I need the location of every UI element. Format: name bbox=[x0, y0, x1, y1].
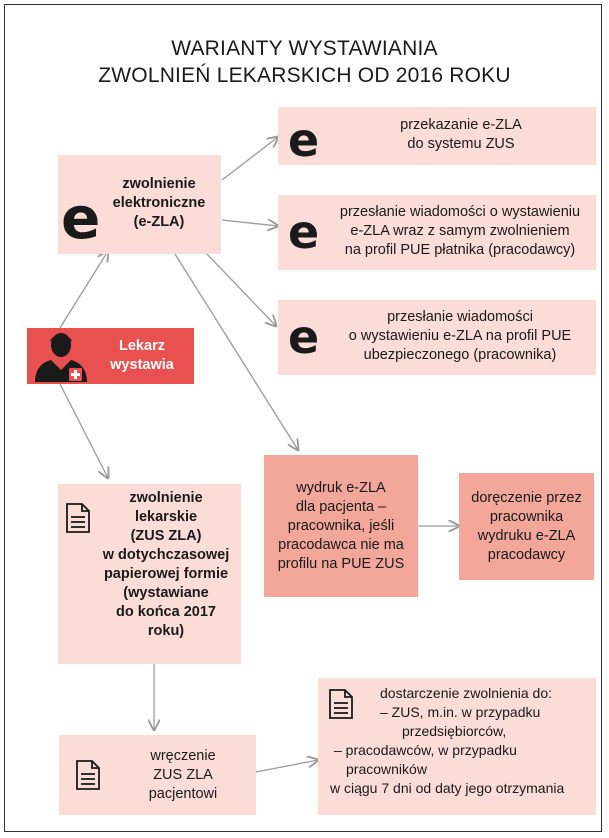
employer-notification-node: e przesłanie wiadomości o wystawieniu e-… bbox=[278, 195, 596, 270]
e-icon: e bbox=[288, 310, 320, 364]
arrow-ezla-to-employer bbox=[221, 220, 278, 226]
doctor-node: Lekarz wystawia bbox=[27, 328, 194, 384]
doctor-label: Lekarz wystawia bbox=[110, 338, 174, 373]
arrow-handover-to-deliverto bbox=[255, 760, 318, 773]
ezla-label: zwolnienie elektroniczne (e-ZLA) bbox=[112, 176, 206, 230]
document-icon bbox=[329, 689, 353, 719]
delivery-node: doręczenie przez pracownika wydruku e-ZL… bbox=[459, 473, 594, 580]
arrow-doctor-to-ezla bbox=[59, 251, 108, 329]
arrow-doctor-to-paper bbox=[59, 383, 108, 478]
paper-zla-node: zwolnienie lekarskie (ZUS ZLA) w dotychc… bbox=[58, 484, 241, 664]
arrow-ezla-to-printout bbox=[174, 253, 298, 450]
zus-transfer-node: e przekazanie e-ZLA do systemu ZUS bbox=[278, 107, 596, 165]
arrow-ezla-to-insured bbox=[204, 251, 276, 326]
deliver-to-label: dostarczenie zwolnienia do: – ZUS, m.in.… bbox=[330, 685, 565, 796]
doctor-icon bbox=[35, 333, 87, 382]
title-line-1: WARIANTY WYSTAWIANIA bbox=[171, 37, 438, 60]
ezla-node: e zwolnienie elektroniczne (e-ZLA) bbox=[58, 155, 221, 254]
employer-notification-label: przesłanie wiadomości o wystawieniu e-ZL… bbox=[339, 204, 581, 258]
handover-label: wręczenie ZUS ZLA pacjentowi bbox=[148, 748, 218, 802]
insured-notification-label: przesłanie wiadomości o wystawieniu e-ZL… bbox=[348, 309, 572, 363]
printout-label: wydruk e-ZLA dla pacjenta – pracownika, … bbox=[277, 479, 405, 572]
title-line-2: ZWOLNIEŃ LEKARSKICH OD 2016 ROKU bbox=[98, 64, 511, 87]
zus-transfer-label: przekazanie e-ZLA do systemu ZUS bbox=[400, 117, 522, 152]
handover-node: wręczenie ZUS ZLA pacjentowi bbox=[59, 735, 256, 815]
delivery-label: doręczenie przez pracownika wydruku e-ZL… bbox=[471, 489, 582, 563]
e-icon: e bbox=[61, 184, 101, 252]
e-icon: e bbox=[288, 205, 320, 259]
insured-notification-node: e przesłanie wiadomości o wystawieniu e-… bbox=[278, 300, 596, 375]
arrow-ezla-to-zus bbox=[221, 137, 278, 181]
printout-node: wydruk e-ZLA dla pacjenta – pracownika, … bbox=[264, 455, 418, 597]
e-icon: e bbox=[288, 113, 320, 167]
document-icon bbox=[76, 760, 100, 790]
document-icon bbox=[66, 503, 90, 533]
paper-zla-label: zwolnienie lekarskie (ZUS ZLA) w dotychc… bbox=[102, 490, 230, 639]
deliver-to-node: dostarczenie zwolnienia do: – ZUS, m.in.… bbox=[318, 678, 596, 815]
